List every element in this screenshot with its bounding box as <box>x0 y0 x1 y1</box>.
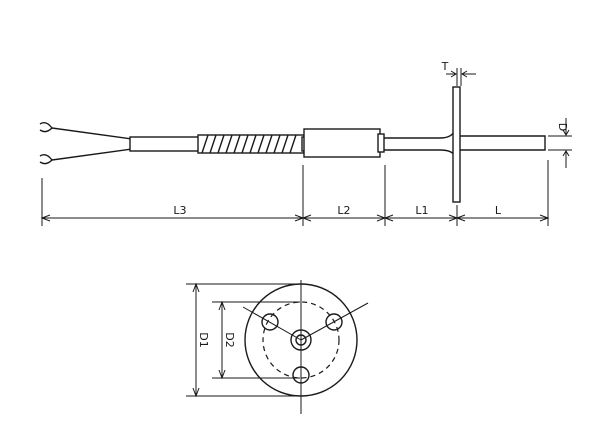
flange <box>452 86 461 203</box>
label-d1: D1 <box>197 332 210 347</box>
side-dimensions: L3 L2 L1 L T D <box>40 60 572 226</box>
protective-spring <box>197 134 305 154</box>
cable-sheath <box>129 136 201 152</box>
terminal-top <box>39 121 53 133</box>
probe-tube-left <box>384 129 456 157</box>
label-t: T <box>441 60 449 73</box>
terminal-bottom <box>39 153 53 165</box>
label-l3: L3 <box>173 204 186 217</box>
label-l1: L1 <box>415 204 428 217</box>
transition-sleeve <box>303 128 381 158</box>
probe-sheath <box>460 135 546 151</box>
label-l: L <box>495 204 502 217</box>
label-d: D <box>556 123 569 131</box>
sleeve-neck <box>377 133 385 153</box>
bolt-hole-left <box>261 313 279 331</box>
lead-wires <box>39 121 133 165</box>
side-view <box>39 86 546 203</box>
bolt-hole-right <box>325 313 343 331</box>
label-d2: D2 <box>223 332 236 347</box>
front-view: D1 D2 <box>186 280 369 414</box>
label-l2: L2 <box>337 204 350 217</box>
bolt-circle <box>262 301 340 379</box>
